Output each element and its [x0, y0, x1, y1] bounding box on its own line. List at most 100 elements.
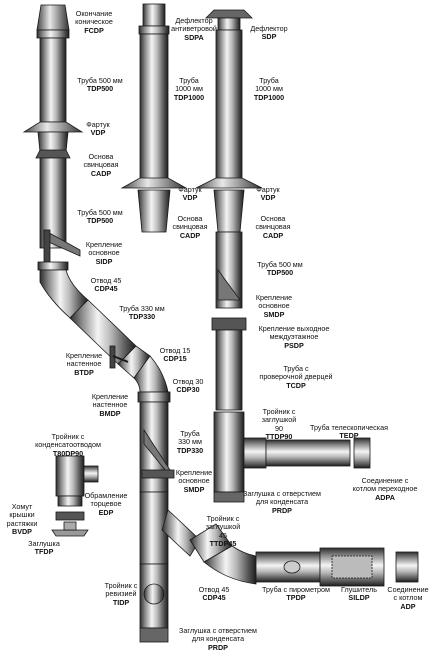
tfdp-cap — [51, 521, 89, 537]
label-adp-text: Соединение с котлом — [387, 585, 429, 603]
label-bvdp-text: Хомут крышки растяжки — [6, 502, 38, 528]
bmdp-collar — [137, 391, 171, 403]
label-cdp45b-text: Отвод 45 — [198, 585, 230, 595]
label-vdp3: Фартук VDP — [250, 178, 286, 211]
label-tdp1000a: Труба 1000 мм TDP1000 — [166, 69, 212, 110]
label-prdp1: Заглушка с отверстием для конденсата PRD… — [238, 482, 326, 523]
label-smdp2: Крепление основное SMDP — [172, 461, 216, 502]
pipe-tdp1000-mid — [139, 33, 169, 185]
label-t80dp90-code: T80DP90 — [52, 448, 84, 458]
cadp-lead-base-3 — [213, 189, 245, 233]
vdp-apron-2 — [120, 177, 188, 189]
label-edp: Обрамление торцевое EDP — [82, 484, 130, 525]
label-edp-code: EDP — [98, 507, 114, 517]
label-tdp1000b-text: Труба 1000 мм — [255, 76, 283, 94]
edp-end-frame — [57, 495, 83, 507]
label-tdp1000a-code: TDP1000 — [173, 92, 205, 102]
label-cadp2-text: Основа свинцовая — [172, 214, 208, 232]
label-smdp1-text: Крепление основное — [255, 293, 293, 311]
label-bmdp: Крепление настенное BMDP — [88, 385, 132, 426]
pipe-tdp500-top — [39, 37, 67, 123]
label-adp-code: ADP — [400, 601, 416, 611]
label-tpdp-code: TPDP — [286, 593, 306, 603]
label-sdp: Дефлектор SDP — [246, 17, 292, 50]
label-fcdp: Окончание коническое FCDP — [64, 2, 124, 43]
label-adpa-code: ADPA — [375, 492, 395, 502]
label-tdp500b-code: TDP500 — [86, 216, 114, 226]
label-btdp-text: Крепление настенное — [65, 351, 103, 369]
cdp45-elbow-b — [189, 523, 257, 585]
label-cadp3-code: CADP — [262, 230, 284, 240]
label-sdpa-text: Дефлектор антиветровой — [171, 16, 217, 34]
label-tidp-code: TIDP — [112, 597, 130, 607]
label-vdp3-code: VDP — [260, 193, 276, 203]
vdp-apron-1 — [22, 121, 84, 133]
label-tdp500c-text: Труба 500 мм — [257, 260, 303, 270]
label-cadp2-code: CADP — [179, 230, 201, 240]
label-prdp2-code: PRDP — [208, 642, 228, 652]
t80dp90-tee-condensate — [55, 455, 99, 497]
psdp-collar — [211, 317, 247, 331]
label-tdp500c: Труба 500 мм TDP500 — [250, 253, 310, 286]
label-t80dp90-text: Тройник с конденсатоотводом — [35, 432, 101, 450]
label-ttdp45-code: TTDP45 — [209, 538, 237, 548]
label-ttdp90-code: TTDP90 — [265, 431, 293, 441]
label-tfdp: Заглушка TFDP — [24, 532, 64, 565]
label-tidp-text: Тройник с ревизией — [104, 581, 138, 599]
label-cdp15: Отвод 15 CDP15 — [156, 339, 194, 372]
btdp-wall-bracket — [109, 345, 129, 369]
label-tidp: Тройник с ревизией TIDP — [98, 574, 144, 615]
label-tdp330a: Труба 330 мм TDP330 — [112, 297, 172, 330]
label-psdp-text: Крепление выходное междуэтажное — [258, 324, 330, 342]
smdp-bracket-2 — [141, 428, 175, 479]
adpa-connection — [353, 437, 371, 469]
label-cdp45a-code: CDP45 — [94, 284, 118, 294]
label-prdp1-code: PRDP — [272, 505, 292, 515]
label-tdp1000b: Труба 1000 мм TDP1000 — [246, 69, 292, 110]
label-prdp2: Заглушка с отверстием для конденсата PRD… — [170, 619, 266, 660]
label-cadp1: Основа свинцовая CADP — [80, 145, 122, 186]
label-adpa: Соединение с котлом переходное ADPA — [346, 469, 424, 510]
label-t80dp90: Тройник с конденсатоотводом T80DP90 — [30, 425, 106, 466]
label-tedp: Труба телескопическая TEDP — [306, 416, 392, 449]
label-vdp2-text: Фартук — [178, 185, 202, 195]
label-sidp-code: SIDP — [95, 256, 113, 266]
label-tdp330b-text: Труба 330 мм — [178, 429, 202, 447]
pipe-collar-1 — [37, 261, 69, 271]
label-tcdp: Труба с проверочной дверцей TCDP — [254, 357, 338, 398]
vdp-apron-3 — [195, 177, 263, 189]
bvdp-clamp — [55, 511, 85, 521]
label-cadp2: Основа свинцовая CADP — [170, 207, 210, 248]
label-smdp1: Крепление основное SMDP — [252, 286, 296, 327]
label-cdp45b: Отвод 45 CDP45 — [194, 578, 234, 611]
label-tdp330b: Труба 330 мм TDP330 — [172, 422, 208, 463]
label-vdp1-code: VDP — [90, 128, 106, 138]
label-cdp45a-text: Отвод 45 — [90, 276, 122, 286]
label-tdp500a-code: TDP500 — [86, 84, 114, 94]
ttdp90-tee — [213, 411, 267, 493]
label-ttdp90-text: Тройник с заглушкой 90 — [261, 407, 297, 433]
tcdp-pipe-door — [215, 329, 243, 411]
label-tdp500a: Труба 500 мм TDP500 — [70, 69, 130, 102]
label-prdp1-text: Заглушка с отверстием для конденсата — [243, 489, 321, 507]
label-btdp-code: BTDP — [74, 367, 94, 377]
label-tdp500a-text: Труба 500 мм — [77, 76, 123, 86]
label-sdp-code: SDP — [261, 32, 277, 42]
label-tpdp: Труба с пирометром TPDP — [258, 578, 334, 611]
label-tdp1000a-text: Труба 1000 мм — [175, 76, 203, 94]
label-tedp-text: Труба телескопическая — [310, 423, 388, 433]
tpdp-pipe-pyrometer — [255, 551, 321, 583]
prdp-cap-bottom — [139, 627, 169, 643]
tidp-tee-revision — [139, 563, 169, 629]
label-tedp-code: TEDP — [339, 431, 359, 441]
label-smdp2-code: SMDP — [183, 484, 205, 494]
tedp-telescopic — [265, 439, 351, 467]
label-tdp330a-text: Труба 330 мм — [119, 304, 165, 314]
label-bvdp-code: BVDP — [12, 526, 32, 536]
label-cdp15-code: CDP15 — [163, 354, 187, 364]
label-bmdp-code: BMDP — [99, 408, 121, 418]
label-cdp30-code: CDP30 — [176, 385, 200, 395]
sdpa-deflector — [138, 3, 170, 35]
sildp-silencer — [319, 547, 385, 587]
